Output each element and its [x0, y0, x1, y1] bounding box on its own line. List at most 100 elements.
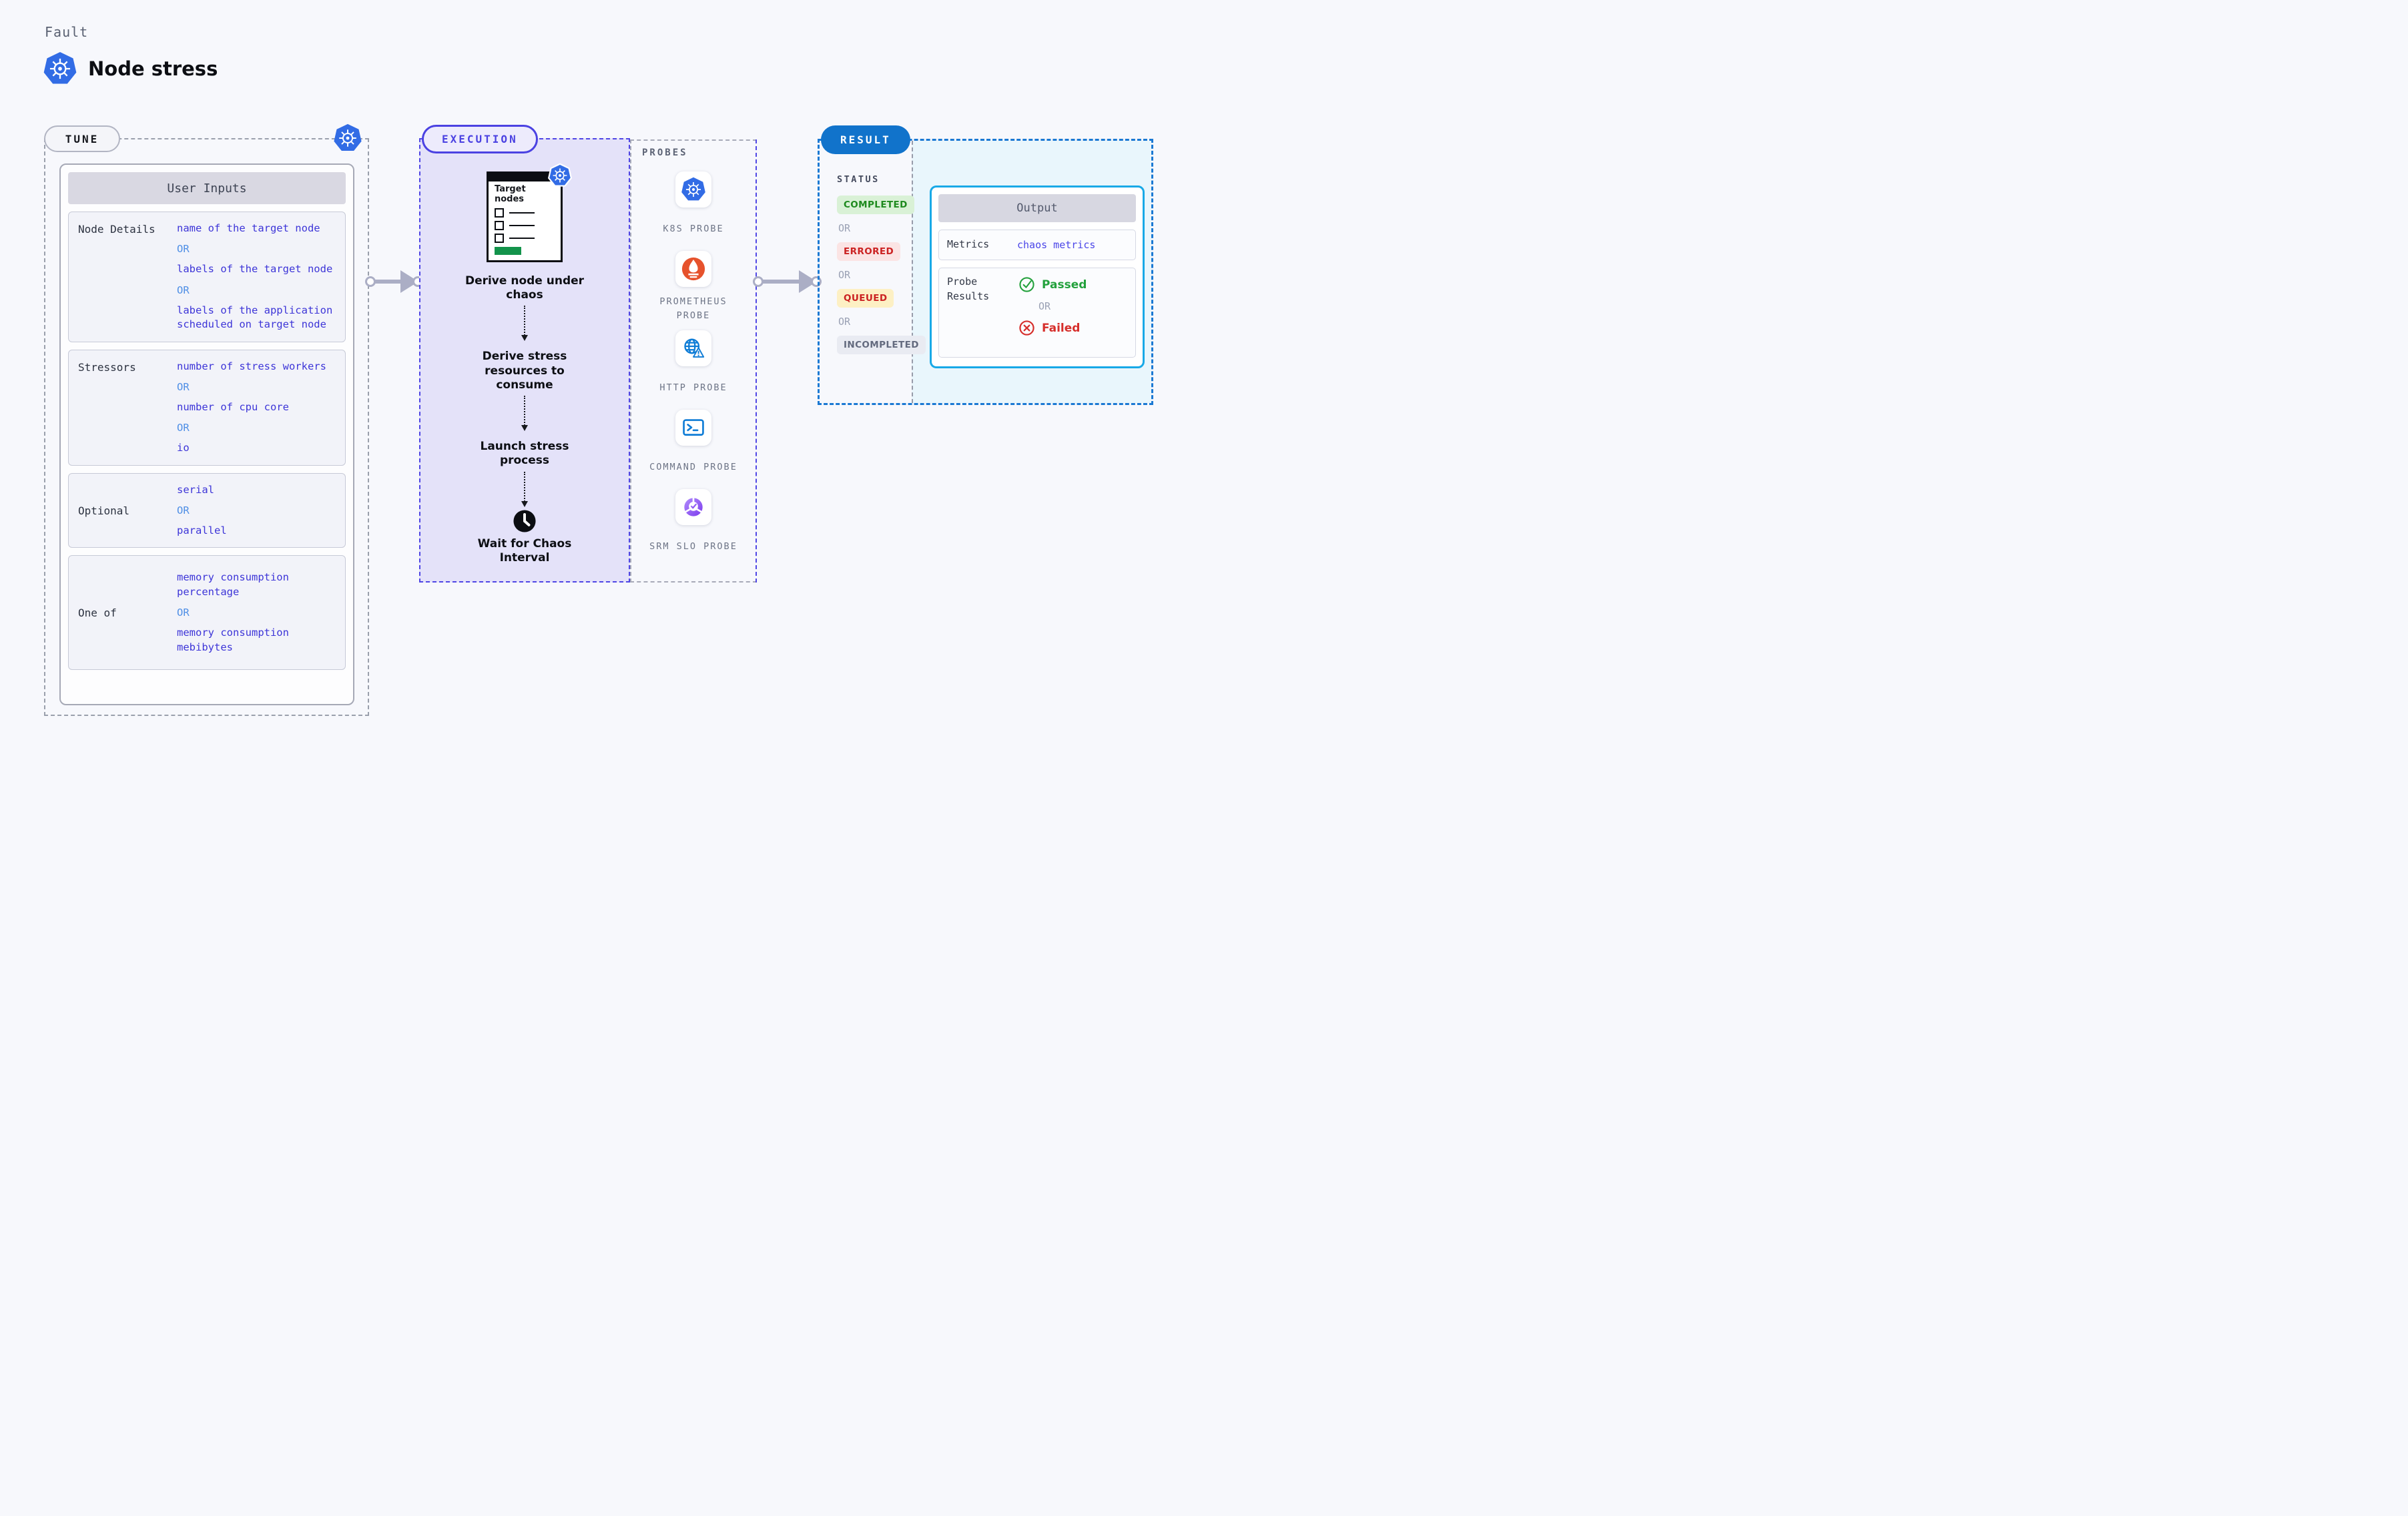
- prometheus-icon: [675, 251, 711, 287]
- or-separator: OR: [177, 607, 190, 619]
- input-option: labels of the target node: [177, 263, 333, 276]
- terminal-icon: [675, 410, 711, 446]
- input-option: memory consumption percentage: [177, 571, 289, 598]
- probe-label: PROMETHEUS PROBE: [659, 296, 727, 321]
- probe-item: HTTP PROBE: [659, 330, 727, 410]
- kubernetes-icon: [675, 171, 711, 208]
- failed-label: Failed: [1042, 321, 1081, 335]
- down-arrow: [521, 396, 528, 432]
- execution-step-1: Derive node under chaos: [465, 274, 585, 302]
- checkbox-icon: [495, 220, 504, 230]
- probe-label: SRM SLO PROBE: [649, 541, 737, 552]
- target-card-button: [495, 246, 521, 255]
- flow-arrow-probes-to-result: [753, 268, 822, 295]
- input-option: labels of the application scheduled on t…: [177, 304, 333, 331]
- probe-label: K8S PROBE: [663, 224, 724, 235]
- arrow-line: [369, 280, 402, 284]
- target-card-row: [495, 208, 555, 218]
- down-arrow: [521, 306, 528, 342]
- flow-arrow-tune-to-execution: [365, 268, 423, 295]
- status-heading: STATUS: [837, 174, 880, 185]
- input-option: io: [177, 442, 190, 454]
- checkbox-icon: [495, 233, 504, 243]
- metrics-row: Metrics chaos metrics: [938, 230, 1136, 260]
- clock-icon: [513, 509, 537, 533]
- check-circle-icon: [1018, 276, 1035, 293]
- execution-section: EXECUTION Target nodes Derive node under…: [419, 125, 630, 583]
- kubernetes-icon: [548, 163, 572, 188]
- target-card-title: Target nodes: [495, 184, 526, 204]
- down-arrow: [521, 471, 528, 507]
- status-badge: INCOMPLETED: [837, 336, 926, 354]
- tune-pill: TUNE: [44, 125, 120, 152]
- input-row-label: Stressors: [78, 360, 136, 374]
- execution-step-4: Wait for Chaos Interval: [477, 536, 572, 564]
- output-title: Output: [938, 194, 1136, 222]
- target-card-row: [495, 220, 555, 230]
- or-separator: OR: [1038, 300, 1051, 312]
- input-row-label: One of: [78, 606, 117, 619]
- target-nodes-card: Target nodes: [487, 163, 572, 262]
- passed-label: Passed: [1042, 278, 1087, 292]
- probes-panel: PROBES K8S PROBE PROMETHEUS PROBE HTTP PRO…: [630, 139, 757, 583]
- slo-check-icon: [675, 489, 711, 525]
- arrow-start-dot: [365, 276, 376, 287]
- input-option: number of cpu core: [177, 400, 289, 413]
- probe-result-failed: Failed: [1018, 320, 1127, 336]
- tune-section: TUNE User Inputs Node Details name of the…: [44, 123, 369, 716]
- probes-heading: PROBES: [642, 147, 688, 158]
- probe-label: HTTP PROBE: [659, 382, 727, 394]
- input-option: number of stress workers: [177, 360, 326, 372]
- execution-pill: EXECUTION: [422, 125, 538, 153]
- or-separator: OR: [838, 269, 851, 281]
- user-inputs-card: User Inputs Node Details name of the targ…: [59, 163, 354, 705]
- result-pill: RESULT: [821, 125, 910, 154]
- arrow-start-dot: [753, 276, 764, 287]
- page-header: Node stress: [43, 51, 218, 87]
- probes-right-border: [756, 139, 757, 583]
- probe-result-passed: Passed: [1018, 276, 1127, 293]
- x-circle-icon: [1018, 320, 1035, 336]
- probe-item: SRM SLO PROBE: [649, 489, 737, 568]
- input-row-label: Optional: [78, 504, 130, 517]
- or-separator: OR: [177, 504, 190, 516]
- or-separator: OR: [177, 422, 190, 434]
- kubernetes-icon: [333, 123, 362, 153]
- execution-flow: Target nodes Derive node under chaos Der…: [420, 139, 629, 581]
- input-option: parallel: [177, 524, 227, 536]
- execution-step-2: Derive stress resources to consume: [482, 350, 567, 392]
- target-card-titlebar: [489, 173, 561, 181]
- probe-item: PROMETHEUS PROBE: [649, 251, 737, 330]
- or-separator: OR: [177, 380, 190, 393]
- probe-label: COMMAND PROBE: [649, 462, 737, 473]
- user-inputs-title: User Inputs: [68, 172, 346, 204]
- arrow-line: [757, 280, 800, 284]
- status-badge: QUEUED: [837, 289, 894, 308]
- metrics-label: Metrics: [947, 238, 990, 251]
- input-row-label: Node Details: [78, 223, 156, 236]
- status-badge: COMPLETED: [837, 196, 914, 214]
- probe-list: K8S PROBE PROMETHEUS PROBE HTTP PROBE COMMA…: [631, 171, 756, 568]
- checkbox-icon: [495, 208, 504, 218]
- probe-results-row: Probe Results Passed OR Failed: [938, 268, 1136, 358]
- target-card-row: [495, 233, 555, 243]
- probe-results-label: Probe Results: [947, 276, 990, 302]
- probe-item: K8S PROBE: [663, 171, 723, 251]
- or-separator: OR: [177, 284, 190, 296]
- metrics-value: chaos metrics: [1017, 239, 1096, 251]
- or-separator: OR: [838, 222, 851, 234]
- globe-alert-icon: [675, 330, 711, 366]
- input-option: name of the target node: [177, 222, 320, 234]
- fault-eyebrow: Fault: [45, 24, 89, 40]
